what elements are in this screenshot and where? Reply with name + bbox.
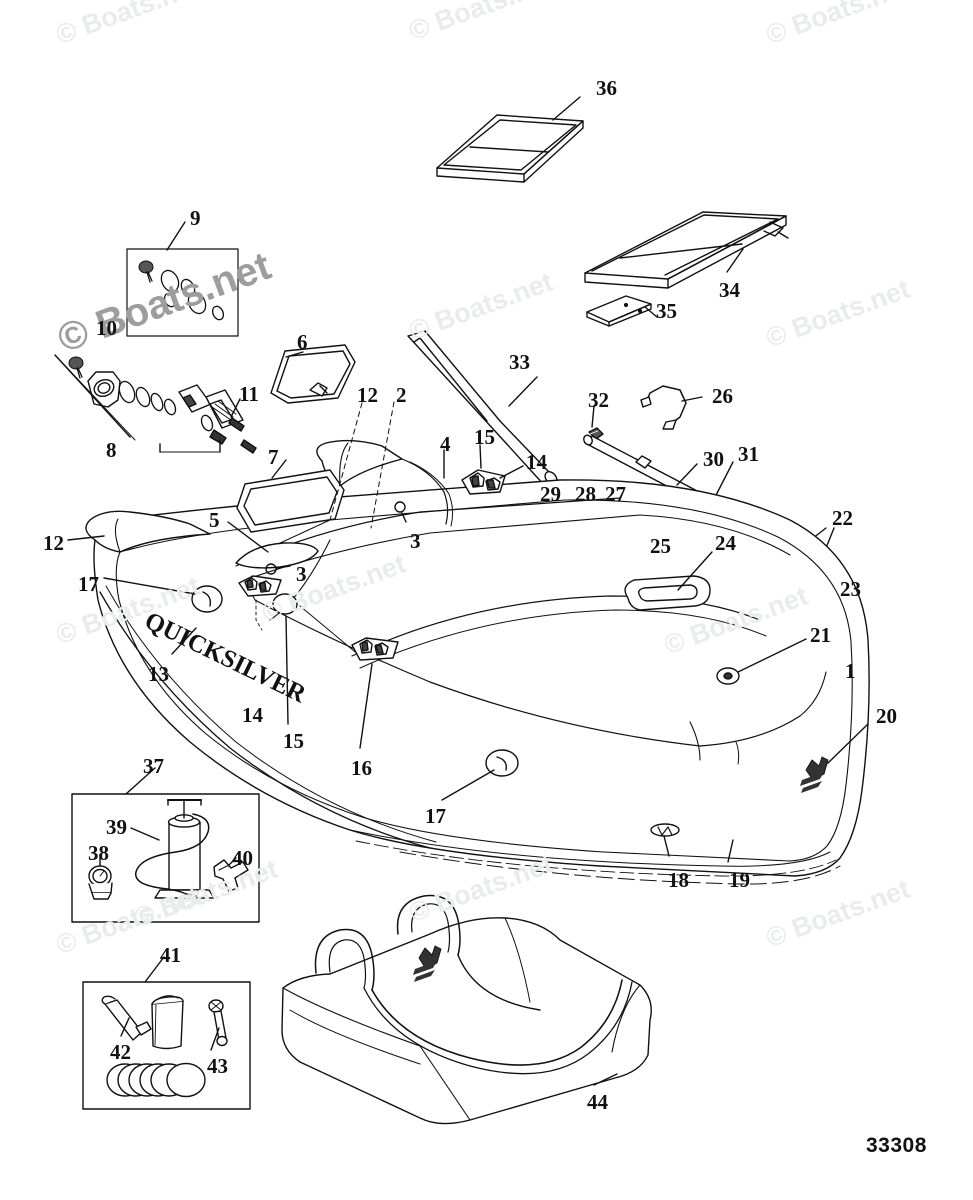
part-18-drain-plug bbox=[650, 823, 680, 857]
callout-20: 20 bbox=[876, 704, 897, 728]
callout-24: 24 bbox=[715, 531, 736, 555]
callout-43: 43 bbox=[207, 1054, 228, 1078]
callout-41: 41 bbox=[160, 943, 181, 967]
callout-22: 22 bbox=[832, 506, 853, 530]
part-15-oarlock-clip-bow bbox=[272, 593, 298, 725]
callout-15: 15 bbox=[474, 425, 495, 449]
callout-36: 36 bbox=[596, 76, 617, 100]
callout-21: 21 bbox=[810, 623, 831, 647]
part-20-mercury-logo-decal bbox=[800, 723, 869, 793]
callout-38: 38 bbox=[88, 841, 109, 865]
callout-2: 2 bbox=[396, 383, 407, 407]
callout-44: 44 bbox=[587, 1090, 608, 1114]
callout-42: 42 bbox=[110, 1040, 131, 1064]
callout-29: 29 bbox=[540, 482, 561, 506]
callout-18: 18 bbox=[668, 868, 689, 892]
callout-4: 4 bbox=[440, 432, 451, 456]
callout-34: 34 bbox=[719, 278, 740, 302]
callout-31: 31 bbox=[738, 442, 759, 466]
callout-17: 17 bbox=[425, 804, 446, 828]
callout-3: 3 bbox=[410, 529, 421, 553]
leader-line-12-bow bbox=[67, 535, 105, 541]
callout-9: 9 bbox=[190, 206, 201, 230]
callout-11: 11 bbox=[239, 382, 259, 406]
callout-19: 19 bbox=[729, 868, 750, 892]
part-3-grommet-mid bbox=[394, 501, 407, 523]
diagram-number: 33308 bbox=[866, 1134, 927, 1157]
callout-26: 26 bbox=[712, 384, 733, 408]
part-17-d-ring-stern bbox=[441, 749, 519, 801]
part-8-valve-assembly bbox=[54, 354, 244, 453]
callout-40: 40 bbox=[232, 846, 253, 870]
callout-27: 27 bbox=[605, 482, 626, 506]
leader-lines bbox=[329, 401, 395, 529]
part-6-rub-strake-insert bbox=[270, 344, 356, 404]
part-35-floorboard-joiner bbox=[586, 295, 658, 327]
part-24-carry-handle bbox=[624, 551, 713, 611]
part-41-repair-kit bbox=[82, 956, 251, 1110]
callout-23: 23 bbox=[840, 577, 861, 601]
callout-6: 6 bbox=[297, 330, 308, 354]
callout-35: 35 bbox=[656, 299, 677, 323]
part-17-d-ring-bow bbox=[103, 577, 223, 613]
callout-13: 13 bbox=[148, 662, 169, 686]
callout-7: 7 bbox=[268, 445, 279, 469]
part-4-bow-locker bbox=[401, 449, 454, 527]
part-5-bow-handle bbox=[227, 521, 319, 569]
part-21-hull-eyelet bbox=[716, 638, 807, 685]
callout-25: 25 bbox=[650, 534, 671, 558]
part-11-screw bbox=[228, 398, 257, 454]
callout-28: 28 bbox=[575, 482, 596, 506]
callout-14: 14 bbox=[242, 703, 263, 727]
callout-5: 5 bbox=[209, 508, 220, 532]
callout-14: 14 bbox=[526, 450, 547, 474]
callout-1: 1 bbox=[845, 659, 856, 683]
callout-17: 17 bbox=[78, 572, 99, 596]
callout-12: 12 bbox=[357, 383, 378, 407]
callout-10: 10 bbox=[96, 316, 117, 340]
callout-33: 33 bbox=[509, 350, 530, 374]
callout-37: 37 bbox=[143, 754, 164, 778]
part-19-keel-strip bbox=[399, 839, 841, 885]
part-9-valve-o-ring-kit bbox=[126, 221, 239, 337]
part-7-transom-panel bbox=[236, 459, 345, 533]
callout-3: 3 bbox=[296, 562, 307, 586]
callout-32: 32 bbox=[588, 388, 609, 412]
callout-16: 16 bbox=[351, 756, 372, 780]
callout-15: 15 bbox=[283, 729, 304, 753]
part-16-rub-strake bbox=[99, 585, 437, 849]
part-36-seat-board bbox=[436, 96, 584, 183]
callout-30: 30 bbox=[703, 447, 724, 471]
part-34-floorboard-panel bbox=[584, 211, 789, 289]
part-44-carrying-bag bbox=[281, 894, 652, 1125]
callout-8: 8 bbox=[106, 438, 117, 462]
callout-39: 39 bbox=[106, 815, 127, 839]
part-14-oarlock-base-bow bbox=[238, 575, 282, 631]
part-14-oarlock-base-mid bbox=[351, 637, 399, 749]
part-15-oarlock-clip-mid bbox=[461, 444, 524, 495]
part-3-grommet-bow bbox=[265, 563, 291, 575]
callout-12: 12 bbox=[43, 531, 64, 555]
part-37-pump-kit bbox=[71, 767, 260, 923]
part-26-bow-line bbox=[640, 385, 703, 430]
